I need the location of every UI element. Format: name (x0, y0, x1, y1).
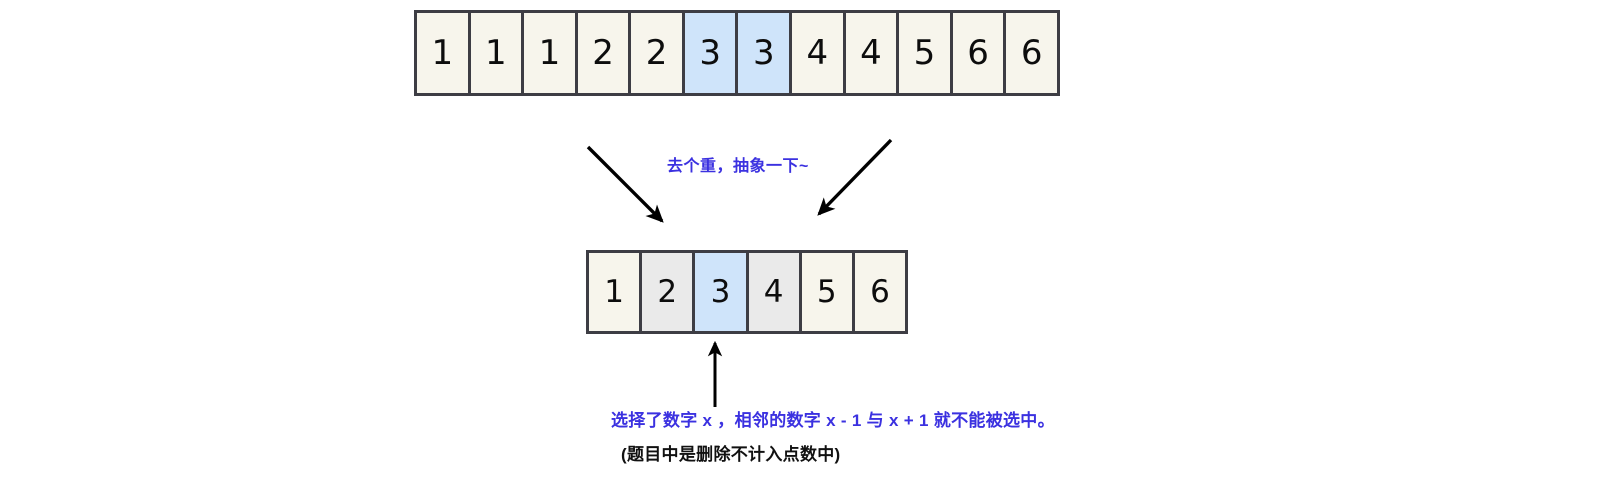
array-cell: 2 (631, 13, 682, 93)
dedup-arrow-left (586, 145, 664, 223)
array-cell-excluded: 4 (748, 253, 799, 331)
deduplicated-array: 1 2 3 4 5 6 (586, 250, 908, 334)
array-cell: 1 (470, 13, 522, 93)
array-cell-excluded: 2 (642, 253, 693, 331)
array-cell: 6 (1006, 13, 1057, 93)
array-cell: 5 (801, 253, 852, 331)
dedup-annotation-label: 去个重，抽象一下~ (667, 158, 809, 175)
array-cell: 4 (845, 13, 897, 93)
array-cell-highlighted: 3 (738, 13, 790, 93)
array-cell: 2 (577, 13, 629, 93)
array-cell: 4 (792, 13, 843, 93)
selection-rule-note-label: (题目中是删除不计入点数中) (621, 445, 841, 464)
array-cell-highlighted: 3 (684, 13, 736, 93)
dedup-arrow-right (817, 138, 893, 216)
array-cell: 1 (589, 253, 640, 331)
array-cell-selected: 3 (695, 253, 746, 331)
array-cell: 6 (854, 253, 906, 331)
selection-rule-label: 选择了数字 x ，相邻的数字 x - 1 与 x + 1 就不能被选中。 (611, 411, 1055, 430)
array-cell: 6 (952, 13, 1004, 93)
array-cell: 5 (899, 13, 950, 93)
array-cell: 1 (524, 13, 575, 93)
original-array-with-duplicates: 1 1 1 2 2 3 3 4 4 5 6 6 (414, 10, 1060, 96)
array-cell: 1 (417, 13, 468, 93)
